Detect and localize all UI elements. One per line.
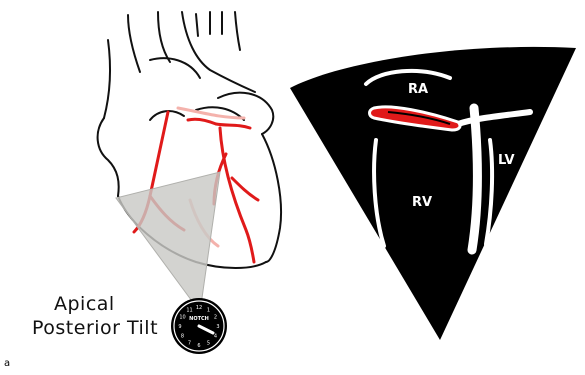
caption-line-2: Posterior Tilt [32,316,172,340]
dial-hour-9: 9 [178,324,181,330]
dial-hour-1: 1 [207,308,210,314]
panel-letter: a [4,358,10,369]
dial-hour-8: 8 [181,334,184,340]
dial-hour-4: 4 [214,334,217,340]
dial-hour-6: 6 [197,343,200,349]
notch-label: NOTCH [189,316,209,322]
caption-line-1: Apical [32,292,172,316]
dial-hour-5: 5 [207,341,210,347]
echo-sector-view: RA LV RV [290,47,576,340]
echo-sector [290,47,576,340]
dial-hour-2: 2 [214,315,217,321]
view-caption: Apical Posterior Tilt [32,292,172,340]
dial-hour-7: 7 [188,341,191,347]
label-rv: RV [412,195,432,210]
dial-hour-10: 10 [179,315,185,321]
dial-hour-3: 3 [216,324,219,330]
label-ra: RA [408,82,428,97]
ultrasound-beam [116,172,220,312]
dial-hour-11: 11 [186,308,192,314]
label-lv: LV [498,153,515,168]
dial-hour-12: 12 [196,305,202,311]
